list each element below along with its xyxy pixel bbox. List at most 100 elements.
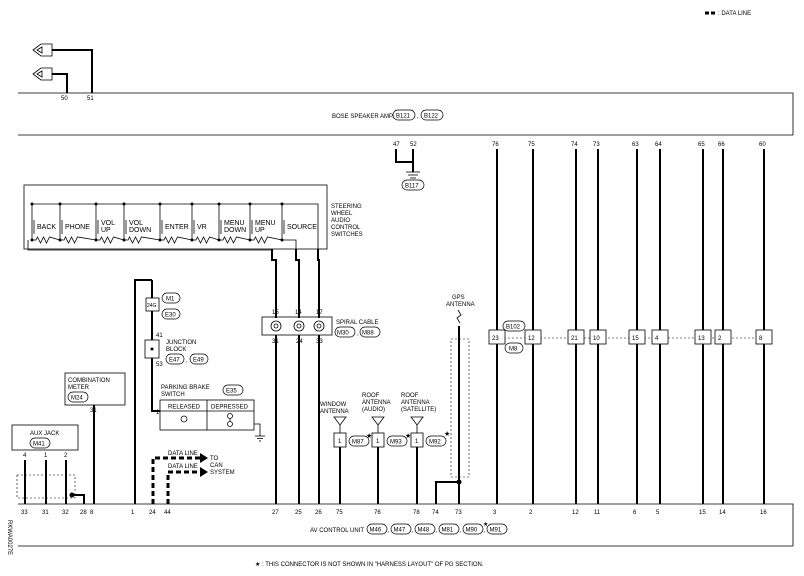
pin-label: 4 <box>655 336 659 342</box>
connector-label: M87 <box>352 440 364 446</box>
pin-label: 15 <box>632 336 639 342</box>
antenna-icon <box>410 416 424 433</box>
combination-meter-label: COMBINATION <box>68 378 110 384</box>
switch-label: DOWN <box>129 227 151 234</box>
pin-label: 65 <box>698 142 705 148</box>
pin-label: 32 <box>62 510 69 516</box>
svg-text:,: , <box>186 358 188 364</box>
combination-meter: COMBINATION METER M24 31 <box>64 372 126 504</box>
pin-label: 6 <box>633 510 637 516</box>
svg-text:CONTROL: CONTROL <box>331 225 361 231</box>
pin-label: 75 <box>336 510 343 516</box>
connector-label: M93 <box>390 440 402 446</box>
pin-label: 1 <box>131 510 135 516</box>
antenna-icon <box>371 416 385 433</box>
pin-label: 27 <box>272 510 279 516</box>
pin-label: 16 <box>760 510 767 516</box>
junction-block-label: JUNCTION <box>166 340 196 346</box>
pin-label: 25 <box>295 510 302 516</box>
svg-text:ANTENNA: ANTENNA <box>446 302 475 308</box>
pin-label: 2 <box>529 510 533 516</box>
pin-label: 1 <box>376 439 380 445</box>
antenna-label: (SATELLITE) <box>401 407 436 413</box>
junction-block: 24G M1 E30 41 JUNCTION BLOCK 53 E47 , E4… <box>134 279 209 504</box>
antenna-label: ANTENNA <box>401 400 430 406</box>
antenna-label: WINDOW <box>320 402 347 408</box>
spiral-cable: 15 14 17 SPIRAL CABLE M30 , M88 31 24 33 <box>261 310 381 504</box>
can-data-lines: DATA LINE DATA LINE TO CAN SYSTEM <box>151 451 235 504</box>
connector-label: M81 <box>442 528 454 534</box>
spiral-cable-label: SPIRAL CABLE <box>336 320 378 326</box>
connector-label: M47 <box>394 528 406 534</box>
connector-label: E47 <box>169 358 180 364</box>
footnote: ★ : THIS CONNECTOR IS NOT SHOWN IN "HARN… <box>255 561 484 568</box>
pin-label: 8 <box>759 336 763 342</box>
pin-label: 28 <box>80 510 87 516</box>
terminal-arrow-icon <box>32 43 53 57</box>
star-mark: ★ <box>366 432 372 440</box>
data-line-label: DATA LINE <box>168 451 198 457</box>
pin-label: 52 <box>410 142 417 148</box>
pin-label: 74 <box>432 510 439 516</box>
switch-label: SOURCE <box>287 224 317 231</box>
svg-text:,: , <box>484 528 486 534</box>
star-mark: ★ <box>483 521 488 528</box>
switch-label: PHONE <box>65 224 90 231</box>
svg-text:AUDIO: AUDIO <box>331 218 350 224</box>
connector-label: B117 <box>405 184 419 190</box>
amp-ground: 47 52 B117 <box>393 142 425 191</box>
svg-text:CAN: CAN <box>210 463 223 469</box>
svg-text:BLOCK: BLOCK <box>166 347 186 353</box>
connector-label: M88 <box>362 331 374 337</box>
switch-label: UP <box>255 227 265 234</box>
pin-label: 24 <box>149 510 156 516</box>
pin-label: 21 <box>571 336 578 342</box>
bose-speaker-amp: BOSE SPEAKER AMP. B121 , B122 <box>18 92 794 136</box>
connector-label: E30 <box>165 313 176 319</box>
pin-label: 64 <box>655 142 662 148</box>
pin-label: 33 <box>21 510 28 516</box>
connector-label: M41 <box>33 442 45 448</box>
svg-text:14: 14 <box>295 310 302 316</box>
switch-label: VR <box>197 224 207 231</box>
antenna-icon <box>333 416 347 433</box>
pin-label: 10 <box>593 336 600 342</box>
svg-text:15: 15 <box>272 310 279 316</box>
data-line-label: DATA LINE <box>168 464 198 470</box>
left-terminals: 50 51 <box>32 43 94 102</box>
switch-label: BACK <box>37 224 56 231</box>
antenna-label: (AUDIO) <box>362 407 385 413</box>
pin-label: 13 <box>698 336 705 342</box>
antenna-label: ANTENNA <box>362 400 391 406</box>
pin-label: 2 <box>718 336 722 342</box>
connector-label: B122 <box>424 114 439 120</box>
pin-label: 63 <box>632 142 639 148</box>
switch-label: DOWN <box>224 227 246 234</box>
connector-label: B102 <box>506 325 521 331</box>
svg-text:TO: TO <box>210 456 219 462</box>
pin-label: 8 <box>90 510 94 516</box>
antenna-label: ROOF <box>362 393 380 399</box>
pin-label: 76 <box>492 142 499 148</box>
connector-label: M30 <box>337 331 349 337</box>
pin-label: 1 <box>415 439 419 445</box>
pin-label: 12 <box>572 510 579 516</box>
svg-text:2: 2 <box>64 453 68 459</box>
pin-label: 3 <box>493 510 497 516</box>
pin-label: 60 <box>759 142 766 148</box>
svg-text:53: 53 <box>156 362 163 368</box>
pin-label: 5 <box>656 510 660 516</box>
switch-label: ENTER <box>165 224 189 231</box>
svg-text:41: 41 <box>156 333 163 339</box>
pin-label: 73 <box>455 510 462 516</box>
connector-label: M92 <box>429 440 441 446</box>
pin-label: 74 <box>571 142 578 148</box>
aux-jack-label: AUX JACK <box>30 431 59 437</box>
antenna-icon <box>456 309 462 324</box>
svg-text:SYSTEM: SYSTEM <box>210 470 235 476</box>
svg-text:METER: METER <box>68 385 90 391</box>
svg-text:,: , <box>357 331 359 337</box>
svg-text:SWITCH: SWITCH <box>161 392 185 398</box>
svg-text:24G: 24G <box>147 303 157 309</box>
